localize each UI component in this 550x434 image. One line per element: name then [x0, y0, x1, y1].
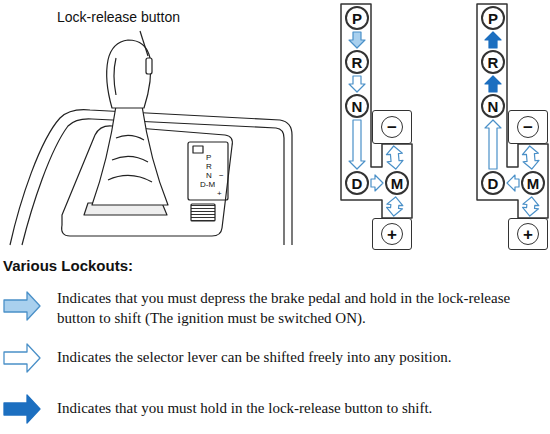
gear-position-circle: N: [481, 94, 505, 118]
gear-letter: R: [488, 55, 499, 70]
shift-arrow: [386, 146, 403, 169]
shift-arrow: [349, 120, 365, 169]
upshift-box: +: [508, 218, 548, 250]
upshift-box: +: [372, 218, 412, 250]
legend-text: Indicates that you must depress the brak…: [57, 288, 545, 328]
indicator-mark: −: [219, 172, 224, 180]
indicator-mark: P: [206, 154, 211, 162]
downshift-box: −: [508, 110, 548, 144]
legend-samples: [4, 292, 40, 423]
shift-knob: [107, 40, 151, 108]
legend-arrow-brake: [4, 292, 40, 320]
gear-position-circle: R: [481, 50, 505, 74]
gear-letter: M: [391, 176, 404, 191]
legend-text: Indicates that you must hold in the lock…: [57, 398, 545, 418]
gear-position-circle: N: [345, 94, 369, 118]
gear-letter: M: [527, 176, 540, 191]
indicator-panel: [188, 142, 228, 200]
shift-arrow: [523, 197, 539, 216]
mode-switch: [191, 204, 215, 221]
shift-arrow: [387, 197, 403, 216]
gear-position-circle: R: [345, 50, 369, 74]
gear-position-circle: P: [345, 6, 369, 30]
shift-arrow: [485, 120, 501, 169]
shift-arrow: [485, 32, 501, 48]
gear-letter: N: [488, 99, 499, 114]
shift-gate-outline: [477, 4, 548, 218]
gear-letter: D: [488, 176, 499, 191]
indicator-mark: +: [217, 190, 222, 198]
gear-letter: N: [352, 99, 363, 114]
shift-arrow: [485, 76, 501, 92]
part-label: Lock-release button: [57, 10, 180, 24]
gear-letter: D: [352, 176, 363, 191]
legend-arrow-button: [4, 395, 40, 423]
lock-release-button: [146, 58, 152, 74]
gear-position-circle: D: [481, 171, 505, 195]
boot-fold: [108, 135, 152, 182]
shift-symbol: −: [381, 116, 403, 138]
gear-letter: P: [352, 11, 362, 26]
shift-boot: [92, 106, 168, 205]
knob-highlight: [114, 58, 116, 95]
gear-position-circle: M: [521, 171, 545, 195]
title: Various Lockouts:: [3, 257, 133, 274]
legend-arrow-free: [4, 344, 40, 372]
indicator-mark: R: [206, 163, 212, 171]
gear-position-circle: M: [385, 171, 409, 195]
leader-line: [140, 31, 148, 56]
shift-symbol: +: [517, 223, 539, 245]
shift-gate-outline: [341, 4, 412, 218]
shift-symbol: −: [517, 116, 539, 138]
shift-arrow: [507, 175, 519, 191]
gear-position-circle: P: [481, 6, 505, 30]
gear-position-circle: D: [345, 171, 369, 195]
indicator-light: [193, 146, 203, 153]
shift-arrow: [349, 32, 365, 48]
downshift-box: −: [372, 110, 412, 144]
shift-arrow: [371, 175, 383, 191]
gear-letter: P: [488, 11, 498, 26]
gear-letter: R: [352, 55, 363, 70]
indicator-mark: D-M: [200, 181, 215, 189]
indicator-mark: N: [206, 172, 212, 180]
legend-text: Indicates the selector lever can be shif…: [57, 347, 545, 367]
shift-symbol: +: [381, 223, 403, 245]
shift-arrow: [522, 146, 539, 169]
shift-arrow: [349, 76, 365, 92]
